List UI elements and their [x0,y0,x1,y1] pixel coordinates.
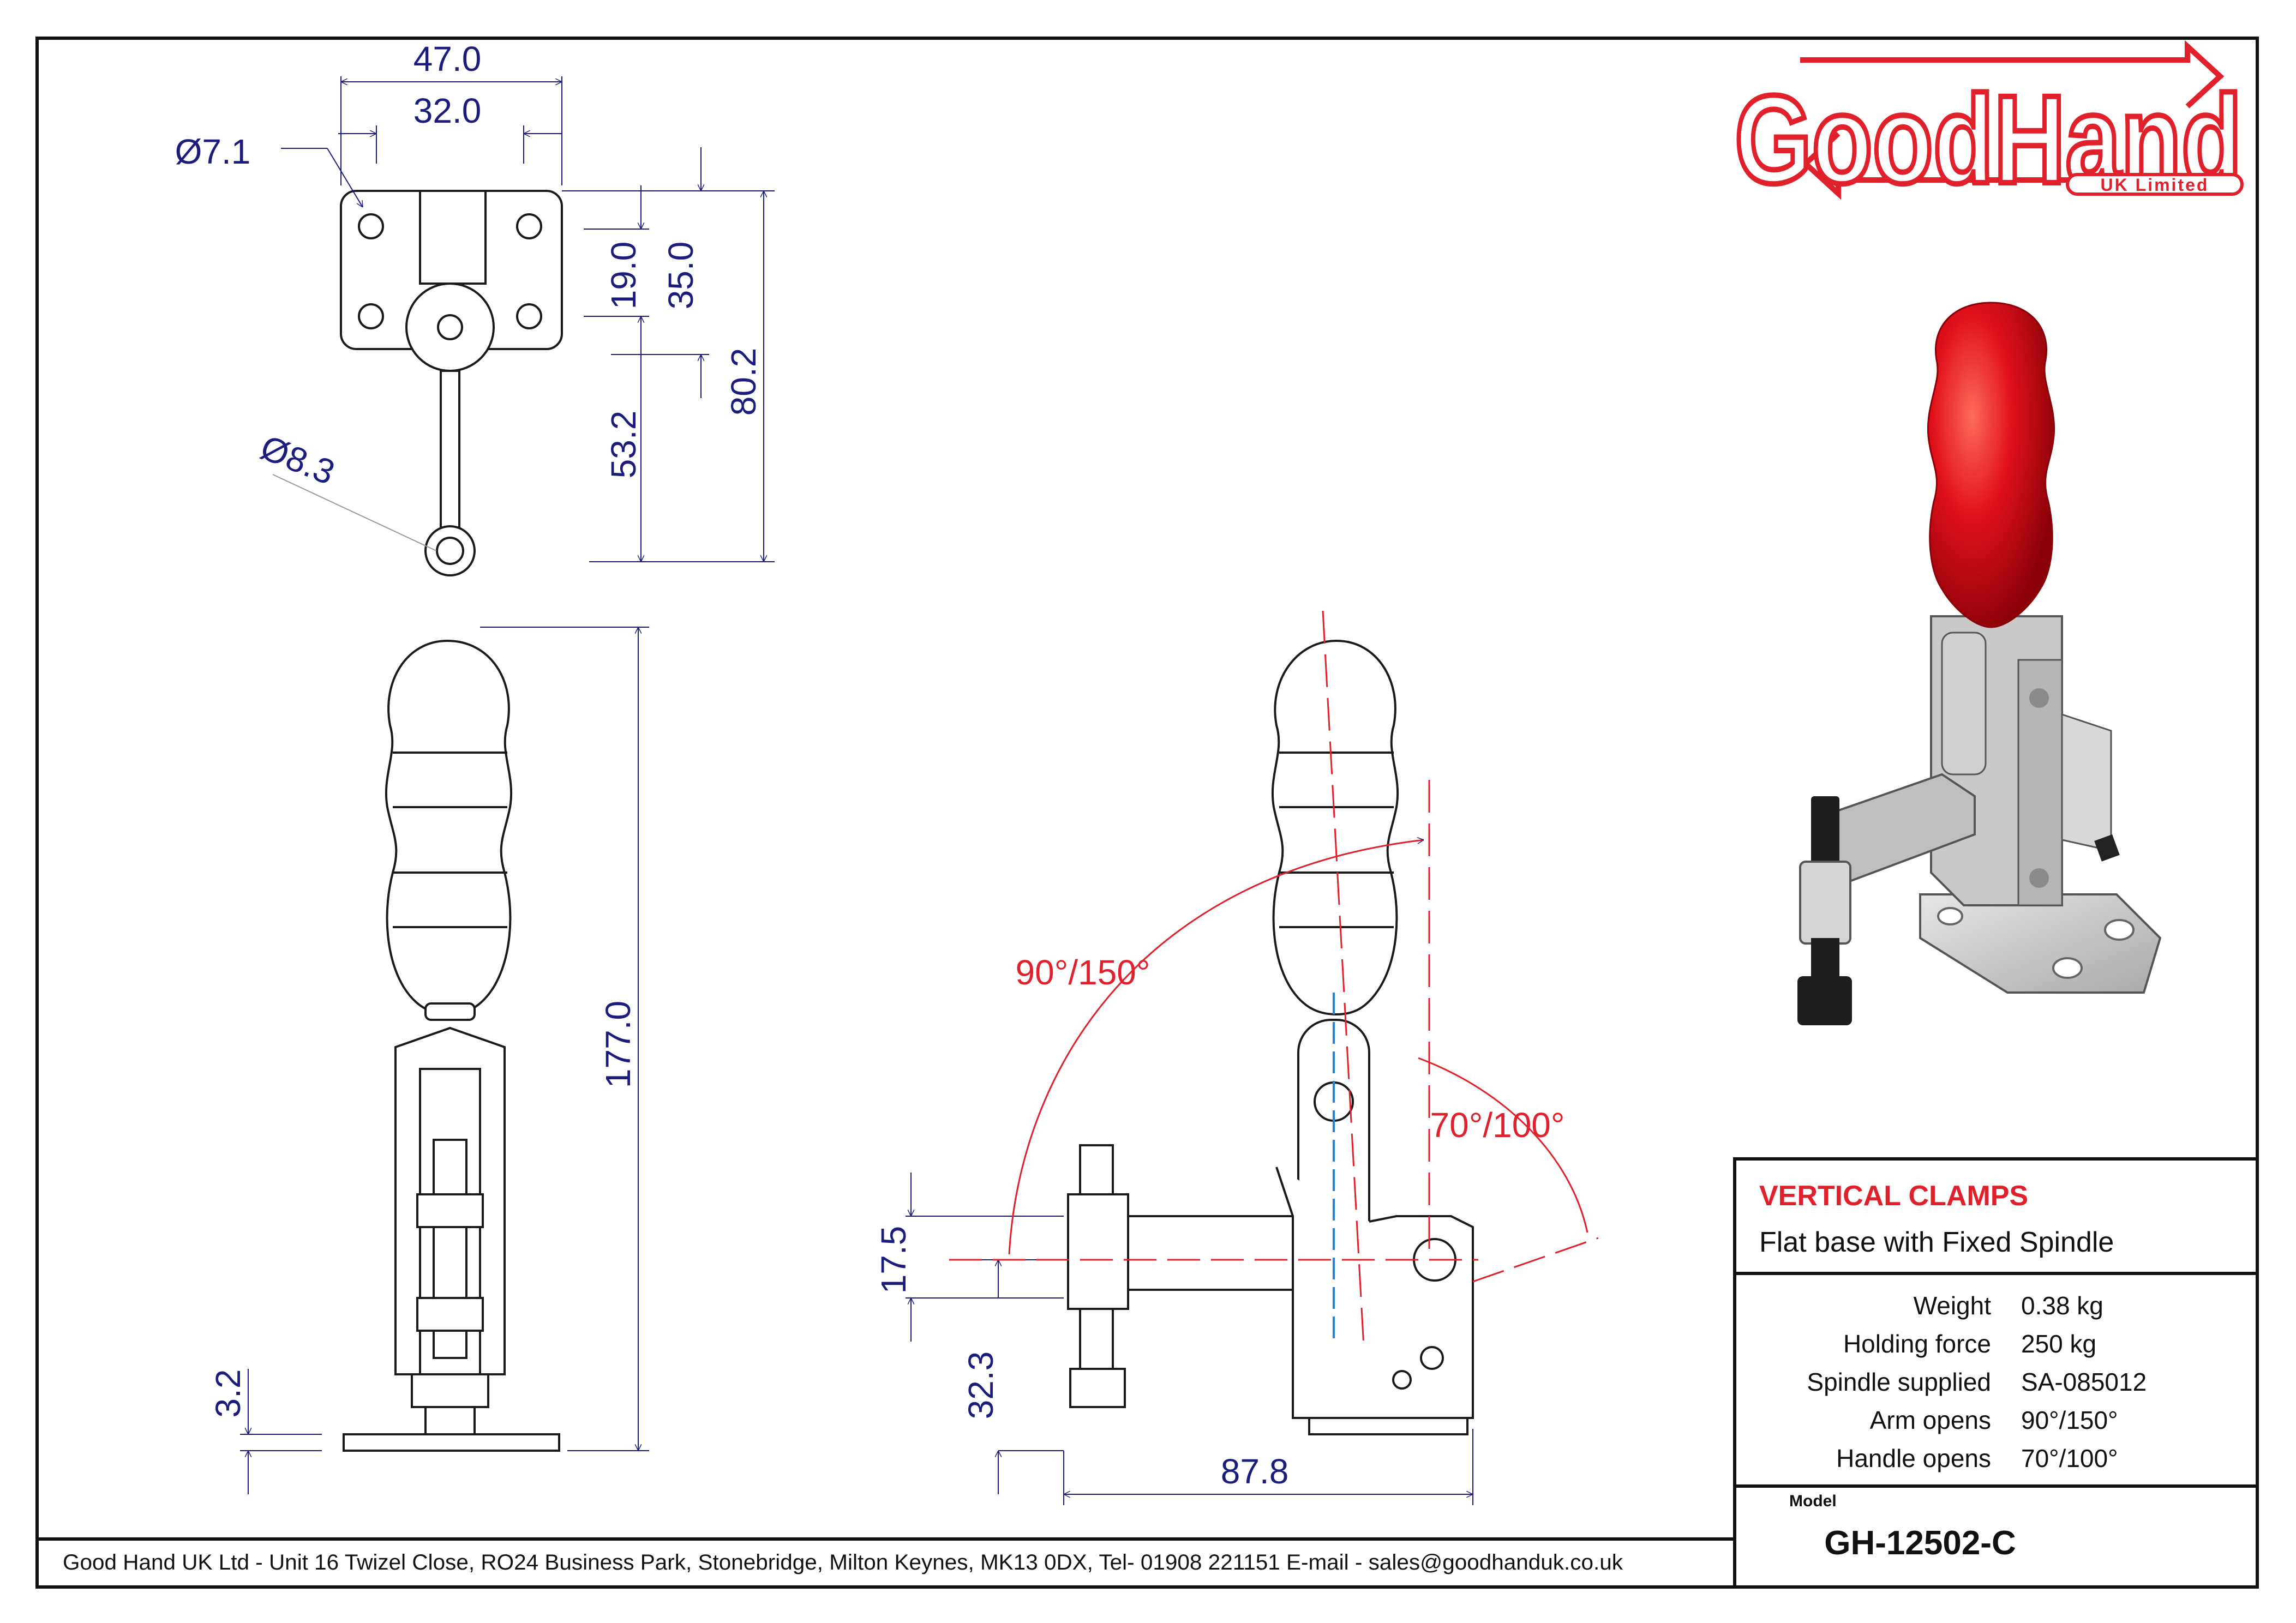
spec-label-handle-opens: Handle opens [1836,1444,1991,1472]
dim-32-3: 32.3 [961,1351,1000,1420]
footer-address: Good Hand UK Ltd - Unit 16 Twizel Close,… [63,1550,1623,1574]
dim-35: 35.0 [661,242,700,310]
spec-value-holding-force: 250 kg [2021,1330,2096,1358]
dim-53: 53.2 [604,411,643,479]
dim-32: 32.0 [413,91,482,130]
angle-indicators [949,610,1599,1348]
spec-label-arm-opens: Arm opens [1870,1406,1991,1434]
dim-spindle-dia: Ø8.3 [255,428,340,492]
logo-subtext: UK Limited [2101,175,2209,195]
category-title: VERTICAL CLAMPS [1759,1180,2028,1212]
spec-label-weight: Weight [1914,1291,1992,1320]
spec-value-weight: 0.38 kg [2021,1291,2103,1320]
spec-label-holding-force: Holding force [1843,1330,1991,1358]
dim-47: 47.0 [413,39,482,79]
dim-177: 177.0 [598,1001,638,1088]
front-view [343,639,560,1452]
dim-19: 19.0 [604,242,643,310]
handle-angle-label: 70°/100° [1430,1105,1565,1145]
title-block: VERTICAL CLAMPS Flat base with Fixed Spi… [1733,1157,2259,1589]
dimension-labels: 47.0 32.0 Ø7.1 Ø8.3 19.0 35.0 53.2 80.2 … [175,39,1565,1491]
spec-value-spindle: SA-085012 [2021,1368,2147,1396]
model-label: Model [1789,1492,1837,1510]
sheet-border [35,37,2259,1589]
goodhand-logo: GoodHand UK Limited [1732,40,2245,212]
red-handle-grip [1927,302,2055,628]
dim-3: 3.2 [208,1369,248,1418]
dim-87: 87.8 [1221,1452,1289,1491]
dim-80: 80.2 [724,348,763,416]
spec-value-arm-opens: 90°/150° [2021,1406,2118,1434]
spec-value-handle-opens: 70°/100° [2021,1444,2118,1472]
arm-angle-label: 90°/150° [1016,953,1150,992]
dim-hole-dia: Ø7.1 [175,132,251,171]
side-view [1067,639,1474,1435]
top-view [340,190,563,576]
model-number: GH-12502-C [1824,1524,2016,1562]
category-description: Flat base with Fixed Spindle [1759,1227,2114,1258]
clamp-3d-render [1797,302,2162,1025]
spec-label-spindle: Spindle supplied [1807,1368,1991,1396]
dim-17: 17.5 [874,1226,913,1294]
